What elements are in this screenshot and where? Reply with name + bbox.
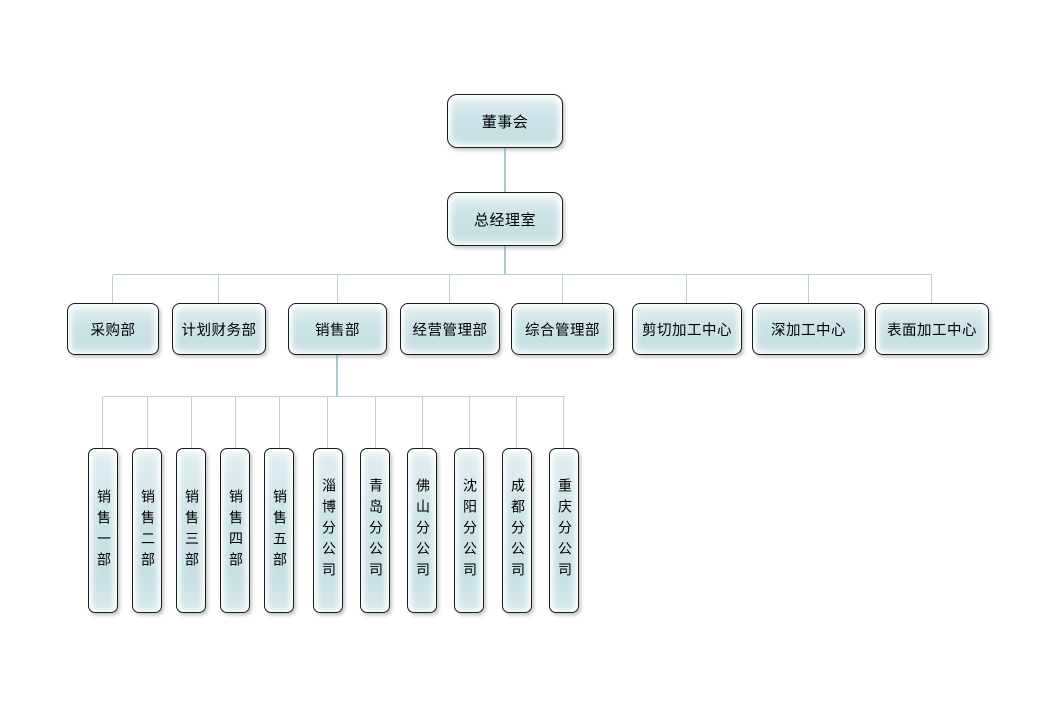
org-node-label: 销售三部	[183, 488, 199, 573]
org-node-business-management[interactable]: 经营管理部	[400, 303, 500, 355]
org-node-branch-shenyang[interactable]: 沈阳分公司	[454, 448, 484, 613]
connector-drop	[563, 397, 564, 448]
connector-root-to-executive	[504, 148, 506, 192]
org-node-sales-dept-2[interactable]: 销售二部	[132, 448, 162, 613]
connector-drop	[147, 397, 148, 448]
connector-drop	[327, 397, 328, 448]
connector-sales-feed	[336, 355, 338, 396]
connector-drop	[191, 397, 192, 448]
org-node-label: 沈阳分公司	[461, 478, 477, 583]
connector-drop	[422, 397, 423, 448]
org-node-branch-qingdao[interactable]: 青岛分公司	[360, 448, 390, 613]
org-node-label: 采购部	[90, 322, 136, 339]
org-node-label: 计划财务部	[181, 322, 257, 339]
connector-drop	[686, 275, 687, 303]
org-node-branch-chongqing[interactable]: 重庆分公司	[549, 448, 579, 613]
org-node-sales-dept-3[interactable]: 销售三部	[176, 448, 206, 613]
org-node-label: 总经理室	[473, 210, 536, 229]
org-node-label: 销售五部	[271, 488, 287, 573]
connector-departments-bus	[113, 274, 932, 275]
org-node-label: 剪切加工中心	[642, 322, 732, 339]
org-node-cutting-center[interactable]: 剪切加工中心	[632, 303, 742, 355]
connector-drop	[562, 275, 563, 303]
org-node-surface-processing-center[interactable]: 表面加工中心	[875, 303, 989, 355]
org-node-branch-chengdu[interactable]: 成都分公司	[502, 448, 532, 613]
org-node-label: 综合管理部	[525, 322, 600, 339]
org-node-planning-finance[interactable]: 计划财务部	[172, 303, 266, 355]
connector-drop	[235, 397, 236, 448]
org-node-deep-processing-center[interactable]: 深加工中心	[752, 303, 865, 355]
connector-executive-feed	[504, 246, 506, 275]
org-node-label: 佛山分公司	[414, 478, 430, 583]
org-node-sales-dept-4[interactable]: 销售四部	[220, 448, 250, 613]
connector-drop	[808, 275, 809, 303]
connector-drop	[102, 397, 103, 448]
connector-drop	[375, 397, 376, 448]
org-node-label: 销售一部	[95, 488, 111, 573]
org-node-label: 深加工中心	[771, 322, 846, 339]
org-node-sales[interactable]: 销售部	[288, 303, 387, 355]
org-node-label: 董事会	[481, 112, 529, 131]
org-node-executive-office[interactable]: 总经理室	[447, 192, 563, 246]
connector-drop	[449, 275, 450, 303]
connector-drop	[931, 275, 932, 303]
connector-drop	[469, 397, 470, 448]
org-node-label: 销售四部	[227, 488, 243, 573]
connector-drop	[112, 275, 113, 303]
org-node-label: 经营管理部	[412, 322, 488, 339]
org-node-general-management[interactable]: 综合管理部	[511, 303, 614, 355]
connector-drop	[279, 397, 280, 448]
org-node-label: 成都分公司	[509, 478, 525, 583]
org-node-label: 重庆分公司	[556, 478, 572, 583]
connector-drop	[337, 275, 338, 303]
org-node-label: 青岛分公司	[367, 478, 383, 583]
org-node-label: 表面加工中心	[887, 322, 977, 339]
org-node-label: 销售部	[315, 322, 360, 339]
connector-sales-bus	[103, 396, 565, 397]
org-node-purchasing[interactable]: 采购部	[67, 303, 159, 355]
org-node-board[interactable]: 董事会	[447, 94, 563, 148]
connector-drop	[218, 275, 219, 303]
org-node-branch-zibo[interactable]: 淄博分公司	[313, 448, 343, 613]
org-node-label: 销售二部	[139, 488, 155, 573]
connector-drop	[516, 397, 517, 448]
org-node-label: 淄博分公司	[320, 478, 336, 583]
org-node-branch-foshan[interactable]: 佛山分公司	[407, 448, 437, 613]
org-node-sales-dept-5[interactable]: 销售五部	[264, 448, 294, 613]
org-node-sales-dept-1[interactable]: 销售一部	[88, 448, 118, 613]
